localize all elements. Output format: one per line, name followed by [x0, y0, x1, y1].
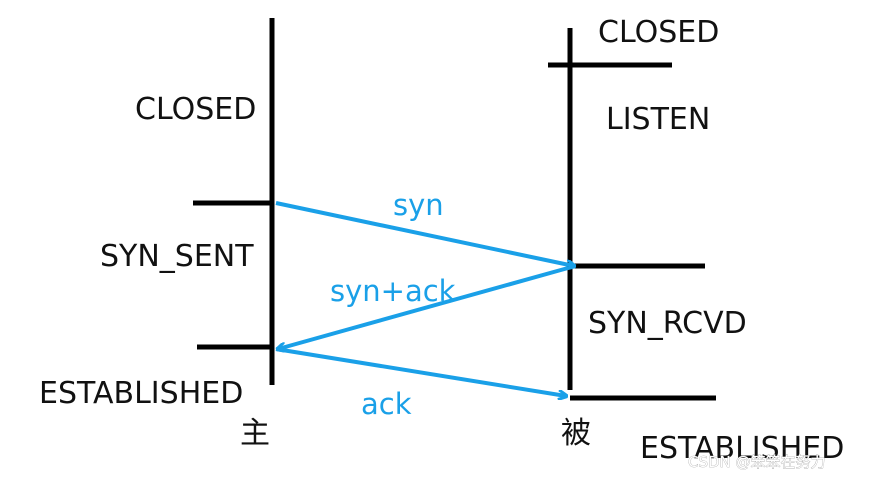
server-state-listen: LISTEN [606, 102, 710, 137]
client-state-closed: CLOSED [135, 92, 256, 127]
server-state-established: ESTABLISHED [640, 431, 844, 466]
watermark: CSDN @笨笨在努力 [688, 453, 826, 471]
ack-label: ack [361, 387, 412, 421]
client-timeline [193, 18, 275, 385]
syn-ack-label: syn+ack [330, 274, 456, 308]
message-arrows [275, 201, 574, 396]
syn-ack-arrow [278, 266, 569, 349]
server-state-syn-rcvd: SYN_RCVD [588, 306, 747, 341]
syn-arrow [275, 201, 574, 266]
client-state-syn-sent: SYN_SENT [100, 239, 254, 274]
client-role-label: 主 [240, 416, 270, 451]
syn-label: syn [393, 188, 444, 222]
ack-arrow [275, 347, 566, 396]
server-role-label: 被 [561, 416, 591, 451]
client-state-established: ESTABLISHED [39, 376, 243, 411]
server-state-closed: CLOSED [598, 15, 719, 50]
server-timeline [548, 28, 716, 401]
